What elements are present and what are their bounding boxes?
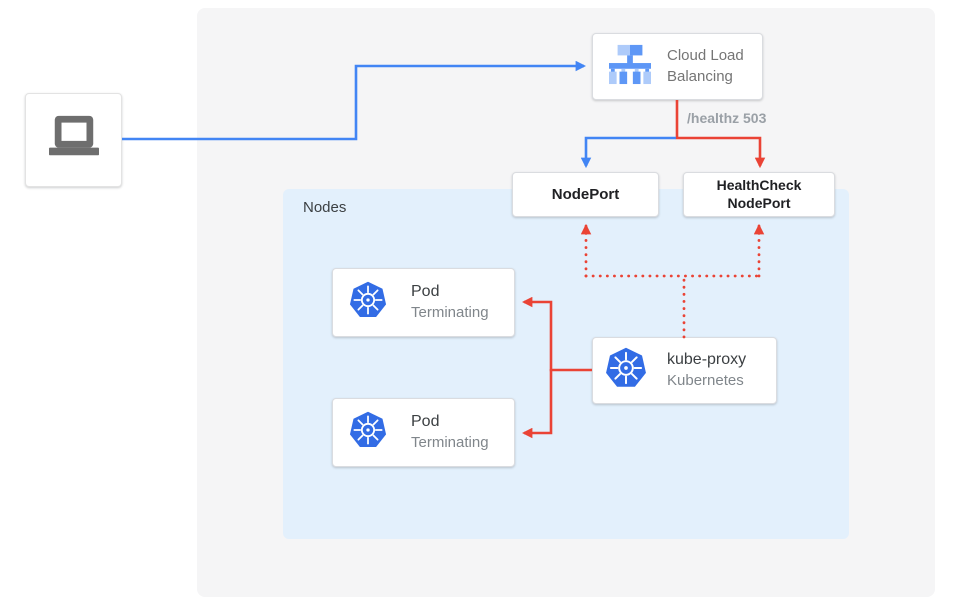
cloud-load-balancing-label: Cloud Load Balancing — [667, 47, 744, 85]
nodeport-node: NodePort — [512, 172, 659, 217]
kube-proxy-node: kube-proxy Kubernetes — [592, 337, 777, 404]
pod-terminating-node-1: Pod Terminating — [332, 268, 515, 337]
laptop-icon — [45, 113, 103, 168]
pod-text: Pod Terminating — [411, 412, 489, 452]
cloud-load-balancing-icon — [607, 43, 653, 90]
kube-proxy-title: kube-proxy — [667, 351, 747, 369]
pod-terminating-node-2: Pod Terminating — [332, 398, 515, 467]
pod-status: Terminating — [411, 304, 489, 322]
pod-title: Pod — [411, 283, 440, 301]
cloud-load-balancing-node: Cloud Load Balancing — [592, 33, 763, 100]
kubernetes-icon — [349, 281, 387, 324]
kubernetes-icon — [349, 411, 387, 454]
kube-proxy-subtitle: Kubernetes — [667, 372, 744, 390]
nodes-group-label: Nodes — [303, 199, 347, 216]
kubernetes-icon — [605, 347, 647, 394]
healthz-status-label: /healthz 503 — [687, 110, 767, 126]
pod-status: Terminating — [411, 434, 489, 452]
kube-proxy-text: kube-proxy Kubernetes — [667, 350, 746, 390]
pod-title: Pod — [411, 413, 440, 431]
pod-text: Pod Terminating — [411, 282, 489, 322]
client-node — [25, 93, 122, 187]
healthcheck-nodeport-node: HealthCheck NodePort — [683, 172, 835, 217]
